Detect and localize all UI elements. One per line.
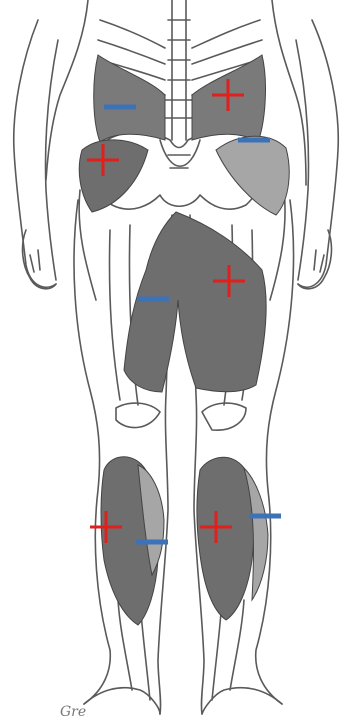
right-arm-inner	[296, 40, 309, 280]
spine	[166, 0, 192, 140]
left-arm	[14, 20, 56, 287]
calf-right-muscle	[197, 457, 254, 620]
thigh-muscle	[124, 212, 266, 392]
knee-left	[116, 403, 160, 428]
right-foot	[202, 688, 282, 714]
sacrum	[160, 140, 200, 168]
gluteus-right-muscle	[216, 136, 289, 215]
gluteus-left-muscle	[79, 140, 148, 212]
left-leg-outer	[74, 200, 110, 704]
artist-signature: Gre	[60, 704, 86, 720]
knee-right	[202, 403, 246, 430]
